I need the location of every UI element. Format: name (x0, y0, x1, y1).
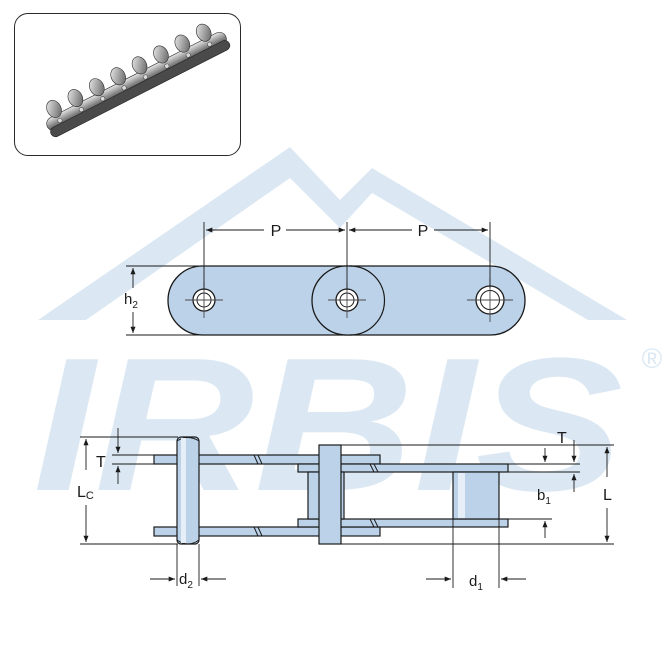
pin-caps (176, 437, 200, 545)
plate-height-label: h2 (124, 291, 138, 311)
pin-highlight (181, 438, 186, 543)
pin-diameter-label: d2 (179, 571, 193, 591)
inner-width-label: b1 (537, 487, 551, 507)
plate-height-dimension (126, 265, 200, 336)
outer-plate-upper (153, 454, 381, 465)
right-dimensions (341, 440, 614, 545)
top-view: T LC T L b1 (77, 428, 614, 593)
plate-overlap-edge (349, 265, 386, 336)
pitch-dimension (203, 222, 491, 290)
middle-pin (318, 444, 342, 545)
left-dimensions (80, 428, 178, 545)
roller-diameter-label: d1 (469, 573, 483, 593)
outer-plate-lower (153, 526, 381, 537)
roller-highlight (458, 473, 465, 518)
inner-link-plate (311, 265, 526, 336)
inner-plate-lower (297, 518, 509, 528)
mountain-logo (38, 147, 627, 320)
plate-break-lines (253, 454, 379, 537)
bottom-dimensions (150, 519, 526, 588)
product-photo-frame (14, 13, 241, 156)
pitch-label-left: P (271, 223, 282, 240)
plate-thickness-label-right: T (557, 430, 567, 447)
left-pin (176, 436, 200, 545)
plate-thickness-label-left: T (96, 454, 106, 471)
side-view: P P h2 (124, 222, 526, 336)
pitch-label-right: P (418, 223, 429, 240)
registered-mark: ® (642, 343, 663, 374)
inner-plate-upper (297, 463, 509, 473)
inner-length-label: LC (77, 484, 94, 502)
roller-chain-photo (46, 23, 231, 138)
overall-length-label: L (603, 487, 612, 504)
